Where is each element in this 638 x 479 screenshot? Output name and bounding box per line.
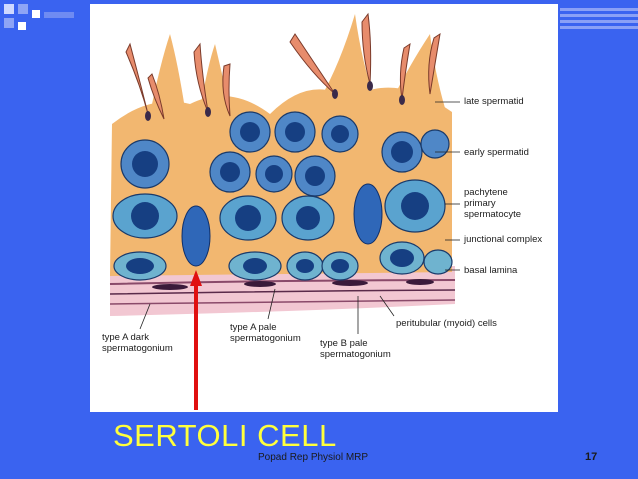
label-basal-lamina: basal lamina <box>464 265 518 276</box>
slide-number: 17 <box>585 451 598 463</box>
label-junctional-complex: junctional complex <box>464 234 543 245</box>
label-type-a-pale: type A pale spermatogonium <box>230 322 301 344</box>
slide-caption: SERTOLI CELL <box>113 418 337 453</box>
label-late-spermatid: late spermatid <box>464 96 524 107</box>
label-type-a-dark: type A dark spermatogonium <box>102 332 173 354</box>
corner-decoration <box>0 0 90 40</box>
label-peritubular: peritubular (myoid) cells <box>396 318 497 329</box>
diagram-illustration <box>109 12 460 410</box>
label-type-b-pale: type B pale spermatogonium <box>320 338 391 360</box>
slide-footer: Popad Rep Physiol MRP <box>258 452 369 463</box>
label-pachytene: pachytene primary spermatocyte <box>464 187 522 220</box>
seminiferous-epithelium-diagram: late spermatid early spermatid pachytene… <box>90 4 558 412</box>
stripe-decoration <box>560 8 638 32</box>
label-early-spermatid: early spermatid <box>464 147 529 158</box>
